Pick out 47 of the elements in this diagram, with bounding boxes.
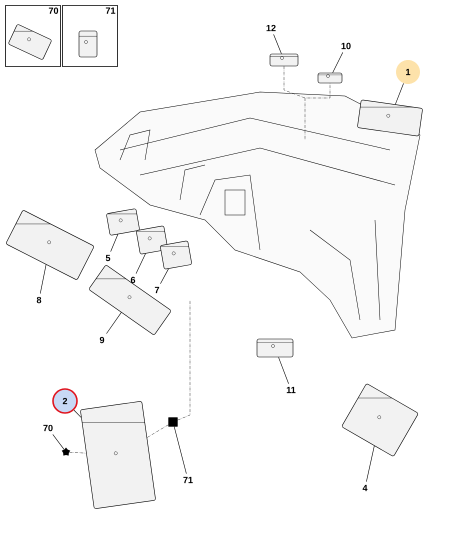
leader-line — [160, 268, 169, 284]
switch-drawing — [136, 226, 168, 254]
callout-number: 12 — [266, 24, 276, 32]
callout-number: 8 — [36, 296, 42, 304]
leader-line — [106, 312, 122, 334]
leader-line — [74, 410, 82, 418]
callout-number: 5 — [106, 254, 110, 262]
cover-drawing — [357, 100, 423, 136]
switch-drawing — [106, 208, 140, 236]
cap-drawing — [270, 54, 298, 66]
leader-line — [366, 446, 375, 482]
bracket-drawing — [256, 338, 294, 358]
callout-number: 1 — [396, 60, 420, 84]
panel-drawing — [89, 265, 171, 335]
leader-line — [40, 264, 46, 294]
assembly-line — [69, 452, 86, 454]
clip-mark — [168, 417, 178, 427]
side-trim-drawing — [342, 384, 418, 456]
leader-line — [174, 426, 187, 474]
leader-line — [273, 34, 282, 54]
callout-number: 2 — [52, 388, 78, 414]
callout-number: 71 — [183, 476, 193, 484]
callout-number: 11 — [286, 386, 296, 394]
console-frame-drawing — [80, 401, 156, 509]
leader-line — [136, 253, 146, 274]
callout-number: 9 — [100, 336, 104, 344]
cap-drawing — [318, 72, 342, 84]
assembly-line — [178, 300, 190, 420]
leader-line — [52, 434, 64, 450]
table-cell: 71 — [62, 5, 118, 67]
assembly-line — [284, 66, 330, 98]
callout-number: 7 — [154, 286, 160, 294]
fastener-mark — [62, 448, 70, 456]
callout-number: 70 — [43, 424, 53, 432]
leader-line — [278, 357, 289, 384]
leader-line — [332, 52, 344, 73]
callout-number: 4 — [362, 484, 368, 492]
leader-line — [395, 83, 404, 105]
panel-drawing — [6, 210, 94, 280]
screw-drawing — [8, 24, 52, 60]
assembly-line — [146, 424, 168, 438]
clip-drawing — [78, 30, 98, 58]
callout-number: 6 — [130, 276, 136, 284]
table-cell: 70 — [5, 5, 61, 67]
callout-number: 10 — [342, 42, 351, 50]
leader-line — [110, 234, 118, 252]
switch-drawing — [160, 240, 192, 270]
